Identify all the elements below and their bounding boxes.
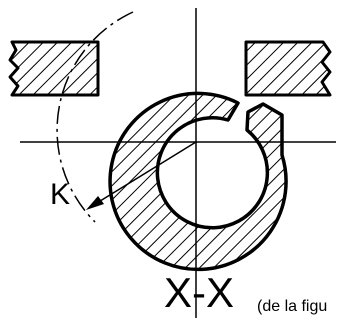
- section-view-label: X-X: [164, 269, 235, 316]
- dimension-letter-k: K: [50, 178, 71, 211]
- right-plate-section: [244, 40, 332, 97]
- radius-arrowhead: [86, 196, 104, 210]
- figure-caption: (de la figu: [257, 298, 328, 315]
- outer-dash-dot-arc: [56, 11, 134, 223]
- radius-leader-line: [91, 141, 197, 207]
- ring-section: [108, 91, 288, 272]
- left-plate-section: [8, 40, 100, 97]
